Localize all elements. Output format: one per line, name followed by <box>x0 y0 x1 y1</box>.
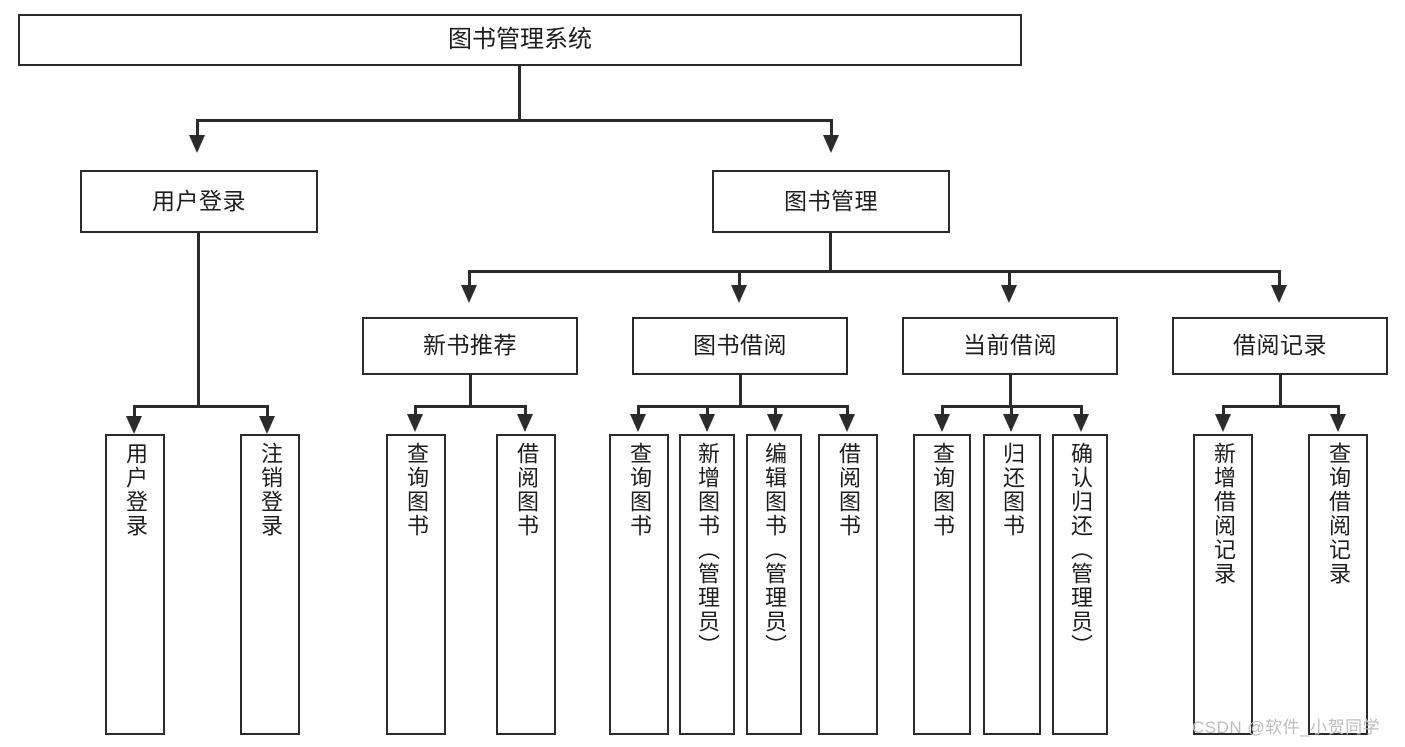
edge-currentborrow-drop-3 <box>1080 405 1083 417</box>
leaf-confirm-return-admin[interactable]: 确认归还（管理员） <box>1052 434 1108 735</box>
leaf-edit-book-admin[interactable]: 编辑图书（管理员） <box>746 434 802 735</box>
node-new-book-recommend[interactable]: 新书推荐 <box>362 317 578 375</box>
leaf-add-borrow-record[interactable]: 新增借阅记录 <box>1193 434 1253 735</box>
leaf-query-book-bookborrow[interactable]: 查询图书 <box>609 434 669 735</box>
edge-borrowrecord-drop-2 <box>1337 405 1340 417</box>
leaf-user-login[interactable]: 用户登录 <box>105 434 165 735</box>
node-label: 借阅图书 <box>835 442 861 538</box>
leaf-borrow-book-newbook[interactable]: 借阅图书 <box>496 434 556 735</box>
node-label: 当前借阅 <box>963 332 1057 359</box>
node-label: 确认归还（管理员） <box>1067 442 1093 658</box>
node-label: 图书管理系统 <box>448 25 592 53</box>
node-label: 图书借阅 <box>693 332 787 359</box>
node-label: 查询图书 <box>626 442 652 538</box>
edge-user-login-drop-2 <box>266 405 269 419</box>
node-user-login[interactable]: 用户登录 <box>80 170 318 233</box>
edge-user-login-stem <box>197 233 200 405</box>
edge-borrowrecord-stem <box>1279 375 1282 405</box>
csdn-watermark: CSDN @软件_小贺同学 <box>1192 718 1381 737</box>
arrowhead-leaf-confirm-return <box>1073 414 1089 432</box>
arrowhead-leaf-edit-book <box>767 414 783 432</box>
node-label: 新增图书（管理员） <box>694 442 720 658</box>
leaf-query-book-newbook[interactable]: 查询图书 <box>386 434 446 735</box>
arrowhead-leaf-add-book <box>699 414 715 432</box>
arrowhead-leaf-query-book-3 <box>934 414 950 432</box>
edge-newbook-bus <box>414 405 527 408</box>
edge-newbook-stem <box>469 375 472 405</box>
arrowhead-leaf-borrow-book-1 <box>517 414 533 432</box>
edge-level2-drop-left <box>196 119 199 138</box>
edge-bookborrow-drop-3 <box>774 405 777 417</box>
node-label: 编辑图书（管理员） <box>761 442 787 658</box>
edge-level3-drop-4 <box>1278 270 1281 288</box>
edge-currentborrow-drop-1 <box>941 405 944 417</box>
node-root-system[interactable]: 图书管理系统 <box>18 14 1022 66</box>
arrowhead-user-login <box>189 135 205 153</box>
arrowhead-leaf-query-record <box>1330 414 1346 432</box>
node-label: 新书推荐 <box>423 332 517 359</box>
node-label: 借阅图书 <box>513 442 539 538</box>
arrowhead-book-borrow <box>731 285 747 303</box>
node-label: 新增借阅记录 <box>1210 442 1236 586</box>
arrowhead-borrow-record <box>1271 285 1287 303</box>
edge-newbook-drop-1 <box>414 405 417 417</box>
leaf-query-book-current[interactable]: 查询图书 <box>913 434 971 735</box>
edge-book-manage-stem <box>829 233 832 270</box>
arrowhead-current-borrow <box>1001 285 1017 303</box>
edge-bookborrow-bus <box>637 405 849 408</box>
edge-currentborrow-stem <box>1009 375 1012 405</box>
edge-level3-bus <box>468 270 1280 273</box>
edge-bookborrow-drop-2 <box>706 405 709 417</box>
node-label: 借阅记录 <box>1233 332 1327 359</box>
edge-level3-drop-3 <box>1008 270 1011 288</box>
node-label: 图书管理 <box>784 187 878 214</box>
arrowhead-book-manage <box>823 135 839 153</box>
arrowhead-leaf-query-book-1 <box>407 414 423 432</box>
edge-level2-bus <box>196 119 833 122</box>
arrowhead-leaf-borrow-book-2 <box>839 414 855 432</box>
arrowhead-new-book <box>461 285 477 303</box>
arrowhead-leaf-logout <box>259 416 275 434</box>
arrowhead-leaf-return-book <box>1003 414 1019 432</box>
node-label: 查询借阅记录 <box>1325 442 1351 586</box>
edge-user-login-drop-1 <box>133 405 136 419</box>
arrowhead-leaf-query-book-2 <box>630 414 646 432</box>
leaf-query-borrow-record[interactable]: 查询借阅记录 <box>1308 434 1368 735</box>
node-label: 归还图书 <box>999 442 1025 538</box>
arrowhead-leaf-user-login <box>126 416 142 434</box>
edge-currentborrow-drop-2 <box>1010 405 1013 417</box>
edge-level3-drop-1 <box>468 270 471 288</box>
edge-borrowrecord-drop-1 <box>1222 405 1225 417</box>
arrowhead-leaf-add-record <box>1215 414 1231 432</box>
edge-newbook-drop-2 <box>524 405 527 417</box>
leaf-borrow-book-bookborrow[interactable]: 借阅图书 <box>818 434 878 735</box>
leaf-logout[interactable]: 注销登录 <box>240 434 300 735</box>
edge-level2-drop-right <box>830 119 833 138</box>
edge-level3-drop-2 <box>738 270 741 288</box>
edge-root-stem <box>518 66 521 119</box>
edge-bookborrow-stem <box>739 375 742 405</box>
node-label: 查询图书 <box>403 442 429 538</box>
edge-bookborrow-drop-4 <box>846 405 849 417</box>
node-label: 用户登录 <box>122 442 148 538</box>
edge-borrowrecord-bus <box>1222 405 1340 408</box>
leaf-add-book-admin[interactable]: 新增图书（管理员） <box>679 434 735 735</box>
node-current-borrow[interactable]: 当前借阅 <box>902 317 1118 375</box>
node-label: 查询图书 <box>929 442 955 538</box>
edge-bookborrow-drop-1 <box>637 405 640 417</box>
node-label: 用户登录 <box>152 187 246 214</box>
node-book-borrow[interactable]: 图书借阅 <box>632 317 848 375</box>
node-label: 注销登录 <box>257 442 283 538</box>
node-book-manage[interactable]: 图书管理 <box>712 170 950 233</box>
node-borrow-record[interactable]: 借阅记录 <box>1172 317 1388 375</box>
leaf-return-book[interactable]: 归还图书 <box>983 434 1041 735</box>
edge-user-login-bus <box>133 405 269 408</box>
